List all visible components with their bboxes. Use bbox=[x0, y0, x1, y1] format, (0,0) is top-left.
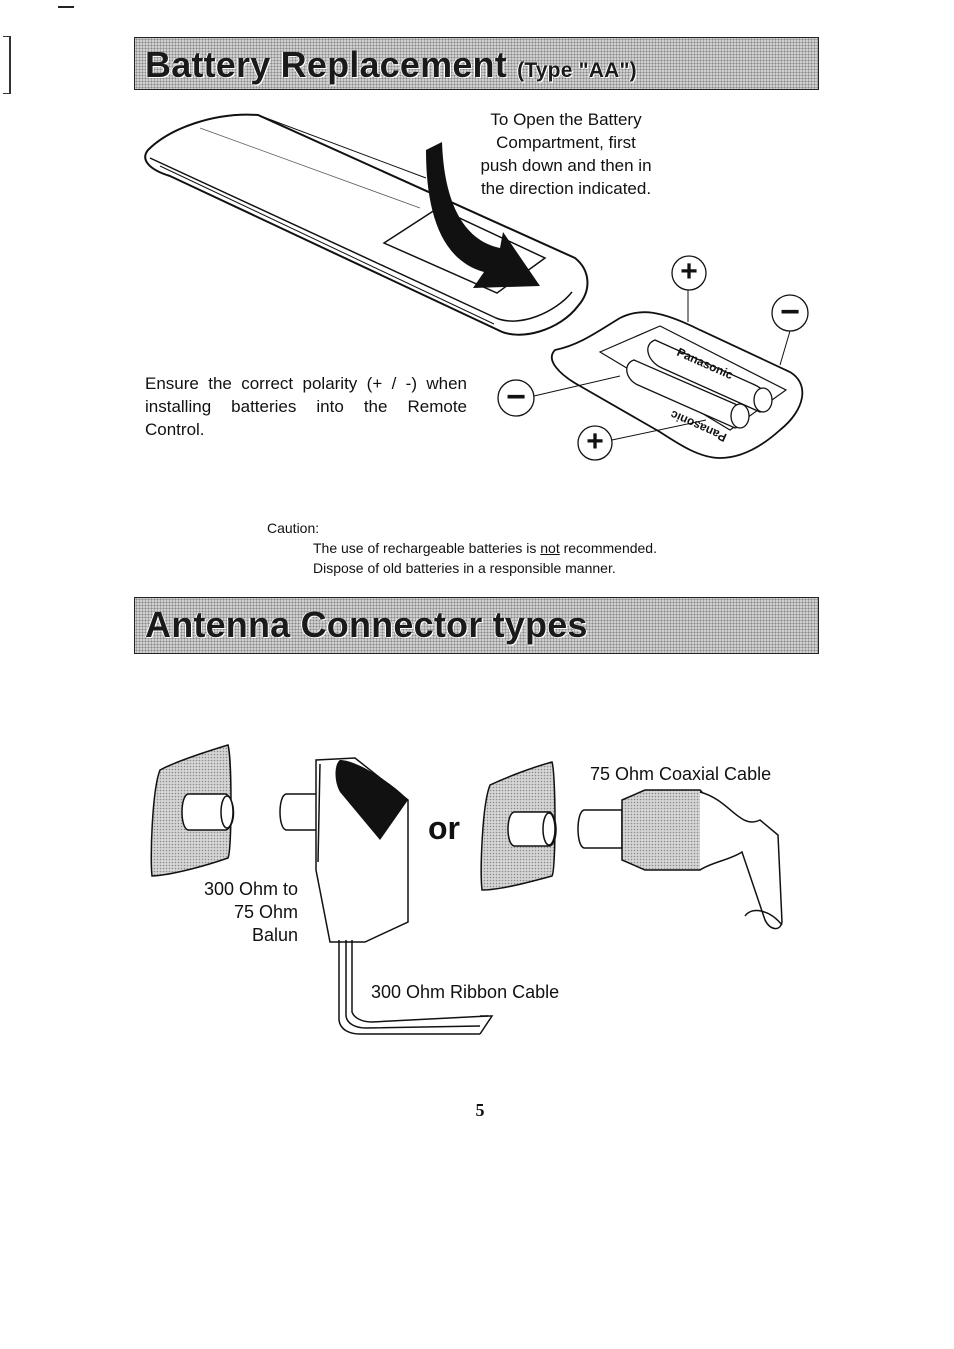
margin-mark-top bbox=[58, 6, 74, 8]
page-number: 5 bbox=[475, 1100, 485, 1120]
open-instruction-line-3: push down and then in bbox=[480, 156, 652, 175]
open-instruction-line-4: the direction indicated. bbox=[480, 179, 652, 198]
antenna-title: Antenna Connector types bbox=[145, 604, 588, 645]
open-instruction-line-1: To Open the Battery bbox=[490, 110, 642, 129]
caution-heading: Caution: bbox=[267, 520, 320, 536]
minus-icon-right: − bbox=[780, 293, 800, 331]
polarity-instruction: Ensure the correct polarity (+ / -) when… bbox=[145, 374, 467, 439]
balun-label: 300 Ohm to 75 Ohm Balun bbox=[188, 878, 298, 947]
or-label: or bbox=[428, 810, 460, 846]
open-instruction-line-2: Compartment, first bbox=[496, 133, 636, 152]
battery-title: Battery Replacement (Type "AA") bbox=[145, 44, 637, 86]
plus-icon-top: + bbox=[680, 255, 698, 288]
battery-title-text: Battery Replacement bbox=[145, 44, 507, 85]
caution-line-1-start: The use of rechargeable batteries is bbox=[313, 540, 541, 556]
battery-banner: Battery Replacement (Type "AA") bbox=[134, 37, 819, 90]
caution-line-1: The use of rechargeable batteries is not… bbox=[313, 538, 657, 558]
coaxial-label: 75 Ohm Coaxial Cable bbox=[590, 764, 772, 784]
ribbon-label: 300 Ohm Ribbon Cable bbox=[371, 982, 560, 1002]
minus-icon-left: − bbox=[506, 378, 526, 416]
battery-subtitle: (Type "AA") bbox=[517, 59, 637, 82]
caution-line-2: Dispose of old batteries in a responsibl… bbox=[313, 560, 616, 576]
plus-icon-bottom: + bbox=[586, 425, 604, 458]
margin-bracket bbox=[3, 36, 11, 94]
balun-label-line-3: Balun bbox=[251, 925, 298, 945]
open-instruction: To Open the Battery Compartment, first p… bbox=[466, 108, 666, 200]
caution-emphasis: not bbox=[540, 540, 560, 556]
balun-label-line-2: 75 Ohm bbox=[233, 902, 298, 922]
caution-line-1-end: recommended. bbox=[559, 540, 657, 556]
antenna-banner: Antenna Connector types bbox=[134, 597, 819, 654]
balun-label-line-1: 300 Ohm to bbox=[203, 879, 298, 899]
